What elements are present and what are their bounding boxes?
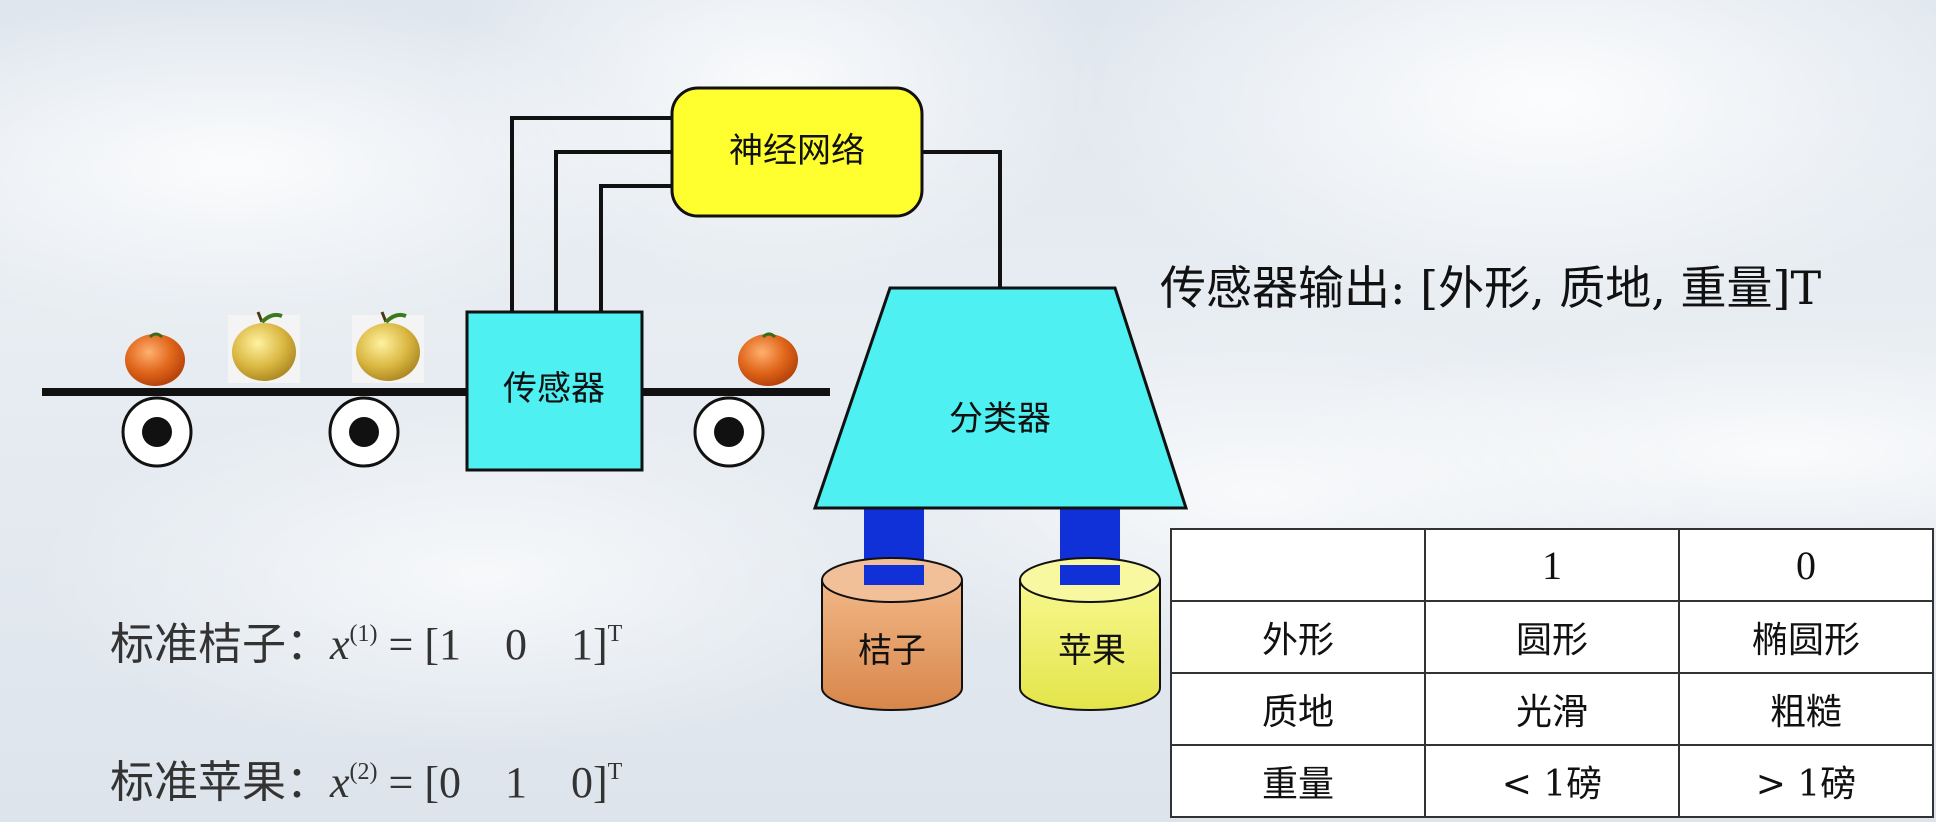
sensor-output-text: 传感器输出: [外形, 质地, 重量]T [1160,261,1822,315]
table-cell: 椭圆形 [1678,600,1934,674]
table-cell: 光滑 [1424,672,1680,746]
standard-apple-formula: 标准苹果：x(2) = [0 1 0]T [110,746,622,810]
table-row: 重量 < 1磅 > 1磅 [1170,744,1934,818]
sensor-box: 传感器 [465,310,644,472]
table-cell [1170,528,1426,602]
table-cell: < 1磅 [1424,744,1680,818]
vector-values: = [1 0 1] [377,620,608,669]
table-cell: 0 [1678,528,1934,602]
vector-values: = [0 1 0] [377,758,608,807]
orange-fruit [125,332,185,386]
table-row: 外形 圆形 椭圆形 [1170,600,1934,674]
sensor-label: 传感器 [503,369,605,409]
table-cell: 重量 [1170,744,1426,818]
roller [328,396,400,468]
sensor-wires [510,116,1002,312]
table-cell: 粗糙 [1678,672,1934,746]
table-cell: 质地 [1170,672,1426,746]
standard-orange-formula: 标准桔子：x(1) = [1 0 1]T [110,608,622,672]
transpose-mark: T [607,759,623,785]
vector-index: (1) [349,621,378,647]
neural-network-label: 神经网络 [729,131,865,171]
apple-fruit [228,311,300,383]
vector-symbol: x [330,620,350,669]
orange-bin: 桔子 [821,557,963,711]
classifier-label: 分类器 [949,399,1051,439]
classifier-box: 分类器 [812,286,1189,510]
roller [693,396,765,468]
table-cell: 圆形 [1424,600,1680,674]
neural-network-box: 神经网络 [670,86,924,218]
apple-bin: 苹果 [1019,557,1161,711]
vector-index: (2) [349,759,378,785]
table-cell: 外形 [1170,600,1426,674]
table-row: 质地 光滑 粗糙 [1170,672,1934,746]
standard-orange-label: 标准桔子： [110,620,330,669]
table-header-row: 1 0 [1170,528,1934,602]
transpose-mark: T [607,621,623,647]
roller [121,396,193,468]
table-cell: 1 [1424,528,1680,602]
feature-table: 1 0 外形 圆形 椭圆形 质地 光滑 粗糙 重量 < 1磅 > 1磅 [1170,528,1934,818]
apple-bin-label: 苹果 [1058,631,1126,671]
table-cell: > 1磅 [1678,744,1934,818]
orange-fruit [738,332,798,386]
standard-apple-label: 标准苹果： [110,758,330,807]
vector-symbol: x [330,758,350,807]
orange-bin-label: 桔子 [858,631,926,671]
apple-fruit [352,311,424,383]
